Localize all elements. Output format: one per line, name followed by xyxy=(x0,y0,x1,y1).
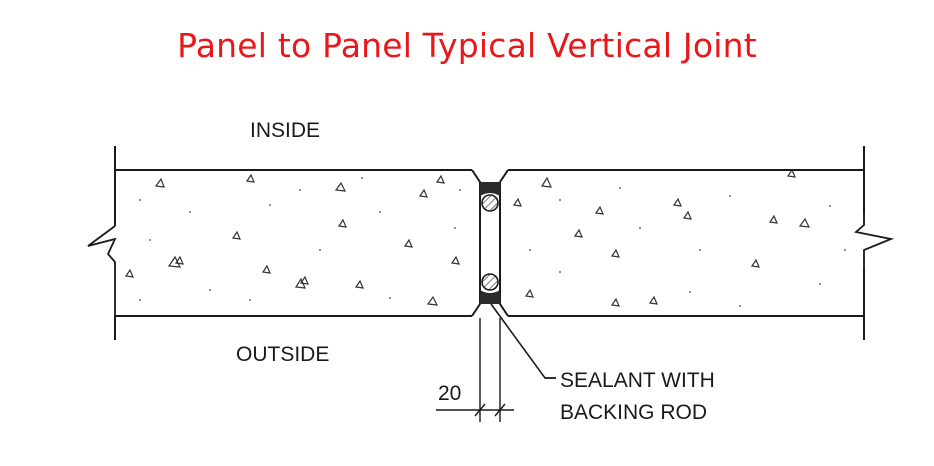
joint-sealant xyxy=(480,182,500,304)
right-panel xyxy=(499,146,895,340)
left-panel xyxy=(87,146,481,340)
inner-backing-rod xyxy=(481,194,499,212)
joint-width-dimension xyxy=(436,318,514,422)
outer-sealant xyxy=(480,290,500,304)
right-panel-aggregate xyxy=(512,168,811,307)
diagram-title: Panel to Panel Typical Vertical Joint xyxy=(177,26,757,65)
left-panel-aggregate xyxy=(124,173,460,306)
inside-label: INSIDE xyxy=(250,119,320,142)
sealant-label-line1: SEALANT WITH xyxy=(560,369,715,392)
outer-backing-rod xyxy=(481,273,499,291)
sealant-label-line2: BACKING ROD xyxy=(560,401,707,424)
left-panel-specks xyxy=(139,177,461,301)
right-panel-specks xyxy=(529,187,846,307)
outside-label: OUTSIDE xyxy=(236,343,329,366)
inner-sealant xyxy=(480,182,500,196)
dimension-value: 20 xyxy=(438,382,461,405)
